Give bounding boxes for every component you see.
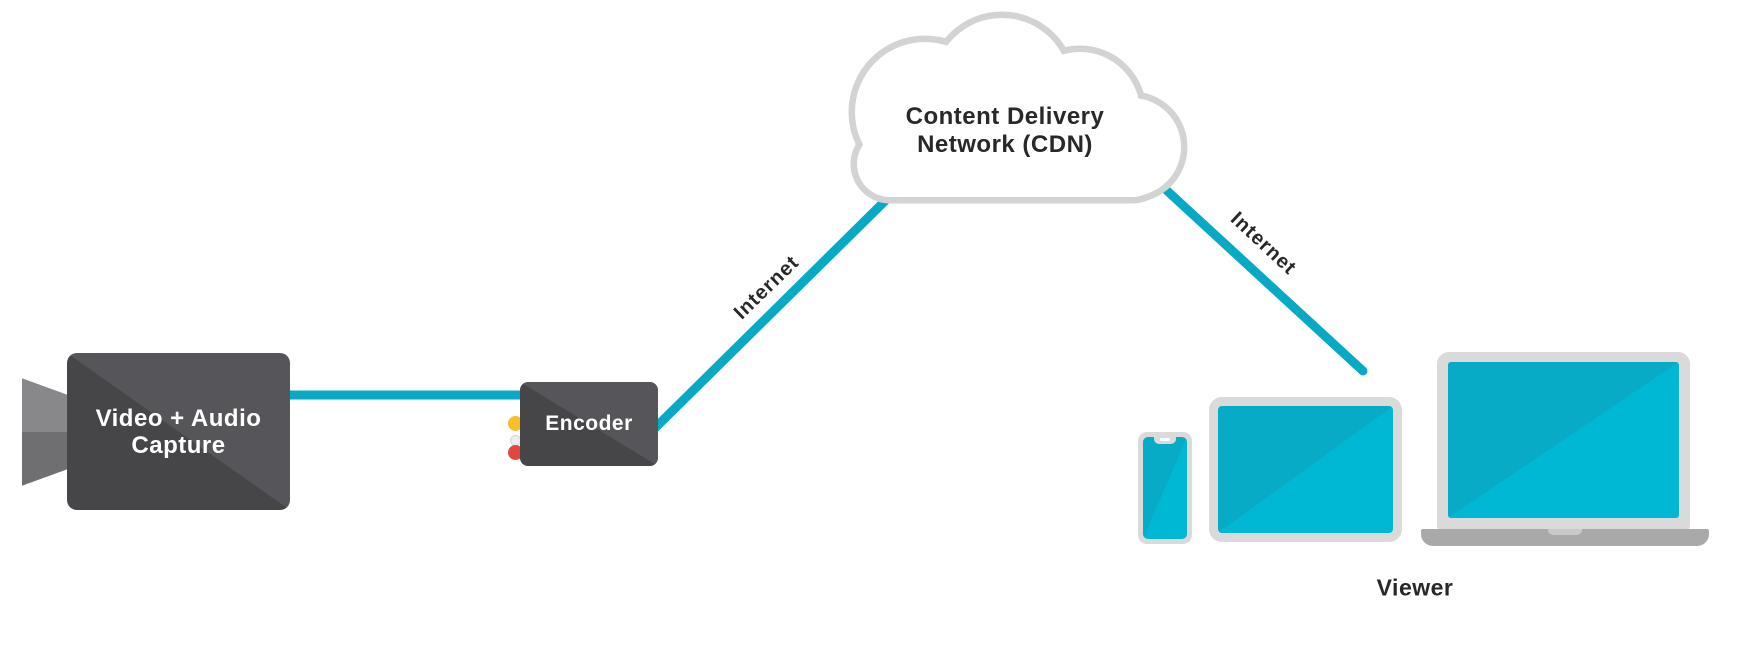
encoder-to-cdn-line bbox=[647, 194, 892, 436]
cdn-to-viewer-line bbox=[1158, 182, 1368, 376]
laptop-screen bbox=[1448, 362, 1679, 518]
camera-lens-icon bbox=[22, 378, 68, 486]
laptop-icon bbox=[1437, 352, 1690, 530]
cdn-node-label: Content Delivery Network (CDN) bbox=[905, 103, 1105, 158]
phone-notch-icon bbox=[1154, 437, 1176, 444]
tablet-icon bbox=[1209, 397, 1402, 542]
tablet-screen bbox=[1218, 406, 1393, 533]
rca-yellow-connector-icon bbox=[508, 416, 523, 431]
capture-label: Video + Audio Capture bbox=[95, 404, 262, 459]
rca-white-connector-icon bbox=[510, 435, 521, 446]
encoder-label: Encoder bbox=[545, 412, 633, 435]
capture-node: Video + Audio Capture bbox=[67, 353, 290, 510]
rca-red-connector-icon bbox=[508, 445, 523, 460]
laptop-base-icon bbox=[1421, 529, 1709, 546]
phone-icon bbox=[1138, 432, 1192, 544]
phone-screen bbox=[1143, 437, 1187, 539]
cloud-icon bbox=[848, 11, 1188, 204]
viewer-label: Viewer bbox=[1376, 574, 1454, 601]
encoder-node: Encoder bbox=[520, 382, 658, 466]
